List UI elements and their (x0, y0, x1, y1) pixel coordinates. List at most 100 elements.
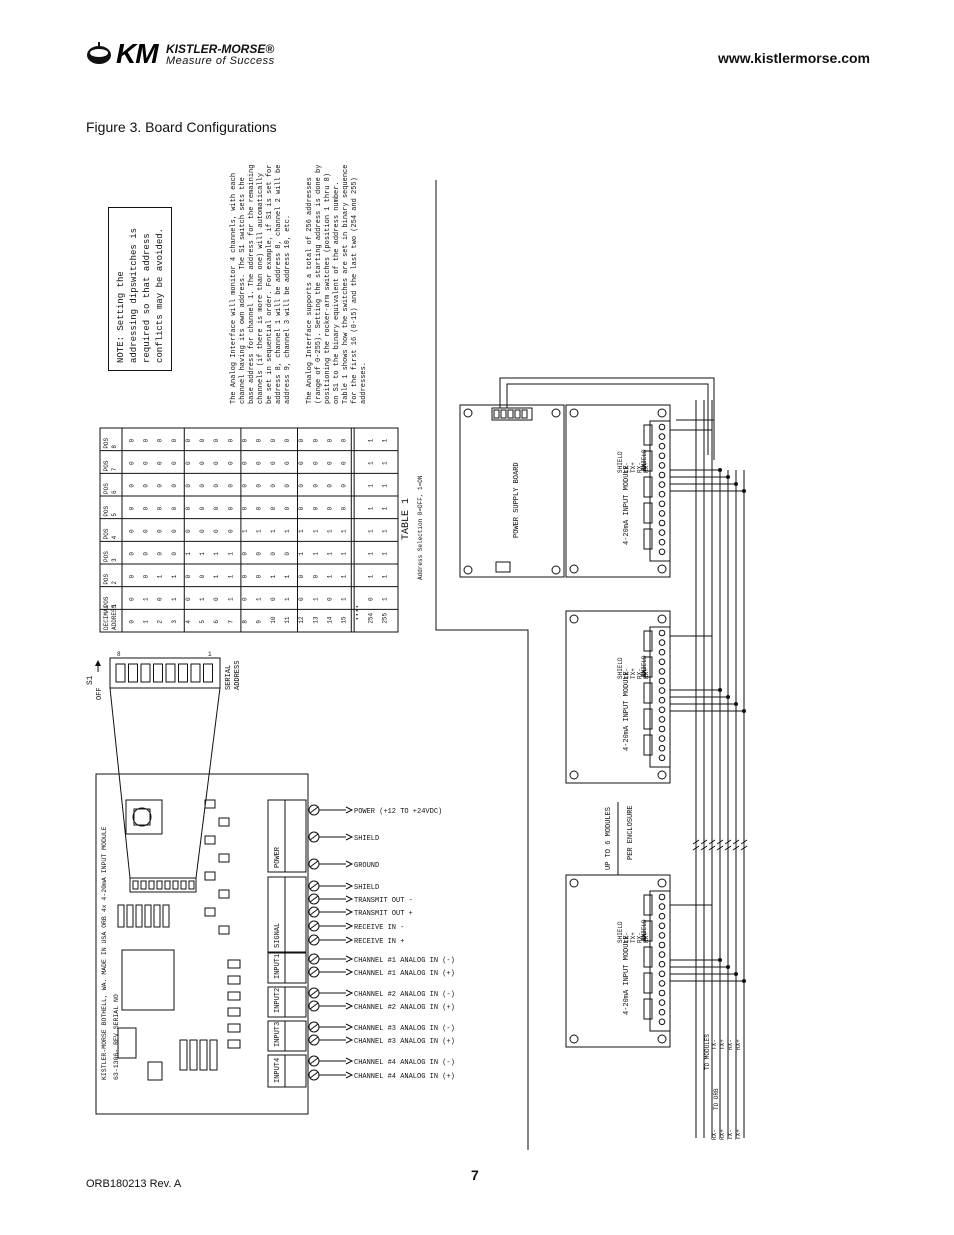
power-supply-board (459, 404, 565, 578)
module-block (643, 528, 653, 550)
module-pin-label: TX+ (641, 666, 648, 677)
switch-rocker (203, 663, 213, 683)
terminal-block-label: SIGNAL (274, 923, 282, 948)
module-pin-label: RX- (637, 462, 644, 473)
resistor (189, 1039, 198, 1071)
terminal-block-label: INPUT3 (274, 1022, 282, 1047)
table-cell: 0 (142, 574, 149, 578)
table-cell: 9 (256, 620, 263, 624)
terminal-label: CHANNEL #3 ANALOG IN (+) (354, 1038, 455, 1046)
table-cell: 0 (242, 574, 249, 578)
resistor (179, 1039, 188, 1071)
table-cell: 1 (157, 574, 164, 578)
module-screw (658, 433, 666, 440)
table-cell: 0 (128, 620, 135, 624)
table-cell: 11 (284, 616, 291, 624)
module-pin-label: RX- (641, 460, 648, 471)
table-cell: 1 (284, 529, 291, 533)
lead-arrow (345, 968, 354, 976)
table-cell: 0 (312, 484, 319, 488)
module-screw (658, 744, 666, 752)
terminal-label: RECEIVE IN - (354, 924, 404, 932)
table-cell: 0 (213, 438, 220, 442)
table-cell: 0 (312, 574, 319, 578)
component (227, 1007, 241, 1017)
module-block (643, 708, 653, 730)
component (204, 799, 216, 809)
terminal-label: SHIELD (354, 884, 379, 892)
table-cell: 0 (298, 484, 305, 488)
bus-break (716, 845, 724, 851)
module-block (643, 894, 653, 916)
resistor (209, 1039, 218, 1071)
table-cell: 0 (270, 484, 277, 488)
module-screw (658, 725, 666, 733)
table-cell: 0 (256, 438, 263, 442)
component (204, 871, 216, 881)
module-pin-label: RX+ (641, 460, 648, 471)
lead-arrow (345, 989, 354, 997)
terminal-block-label: POWER (274, 846, 282, 868)
module-screw (658, 452, 666, 460)
table-cell: 1 (382, 574, 389, 578)
module-block (643, 920, 653, 942)
table-header-cell: POS (103, 528, 110, 539)
junction-dot (742, 489, 746, 493)
terminal-label: CHANNEL #4 ANALOG IN (+) (354, 1073, 455, 1081)
table-cell: 1 (298, 552, 305, 556)
table-cell: 0 (312, 438, 319, 442)
table-cell: 0 (326, 597, 333, 601)
table-cell: 0 (185, 484, 192, 488)
module-screw (658, 989, 666, 997)
table-cell: 8 (242, 620, 249, 624)
bus-break (732, 839, 740, 845)
bus-left-label: RX+ (719, 1129, 726, 1140)
terminal-label: CHANNEL #1 ANALOG IN (+) (354, 970, 455, 978)
table-cell: 0 (298, 574, 305, 578)
logo-mark-icon (87, 42, 111, 64)
resistor (153, 904, 161, 928)
component (218, 889, 230, 899)
module-block (643, 424, 653, 446)
board-dip (129, 877, 197, 893)
table-header-cell: 6 (111, 490, 118, 494)
website-link[interactable]: www.kistlermorse.com (718, 50, 870, 66)
junction-dot (742, 709, 746, 713)
table-ellipsis (356, 617, 358, 620)
mount-hole (551, 565, 561, 575)
module-screw (658, 716, 666, 723)
table-cell: 0 (341, 506, 348, 510)
bus-break (700, 839, 708, 845)
table-cell: 0 (213, 529, 220, 533)
table-cell: 0 (256, 506, 263, 510)
table-cell: 0 (171, 461, 178, 465)
table-cell: 0 (341, 461, 348, 465)
table-cell: 1 (326, 552, 333, 556)
module-pin-label: RX+ (643, 932, 650, 943)
bus-break (708, 839, 716, 845)
bus-left-label: RX- (711, 1129, 718, 1140)
table-cell: 1 (227, 574, 234, 578)
switch-rocker (140, 663, 151, 683)
psu-pin (493, 409, 500, 419)
module-pin-label: TX- (624, 932, 631, 943)
module-label: 4-20mA INPUT MODULE (623, 935, 631, 1015)
table-cell: 0 (185, 529, 192, 533)
figure-title: Figure 3. Board Configurations (86, 119, 277, 135)
module-screw (658, 677, 666, 685)
table-cell: 0 (270, 461, 277, 465)
table-cell: 0 (157, 552, 164, 556)
mount-hole (569, 878, 579, 888)
table-cell: 1 (242, 529, 249, 533)
module-pin-label: SHIELD (641, 655, 648, 677)
module-pin-label: SHIELD (641, 449, 648, 471)
board-dip-rocker (132, 880, 139, 890)
table-cell: 0 (199, 438, 206, 442)
resistor (135, 904, 143, 928)
terminal-label: SHIELD (354, 835, 379, 843)
table-cell: 0 (185, 438, 192, 442)
resistor (126, 904, 134, 928)
table-cell: 0 (284, 484, 291, 488)
table-cell: 0 (199, 506, 206, 510)
